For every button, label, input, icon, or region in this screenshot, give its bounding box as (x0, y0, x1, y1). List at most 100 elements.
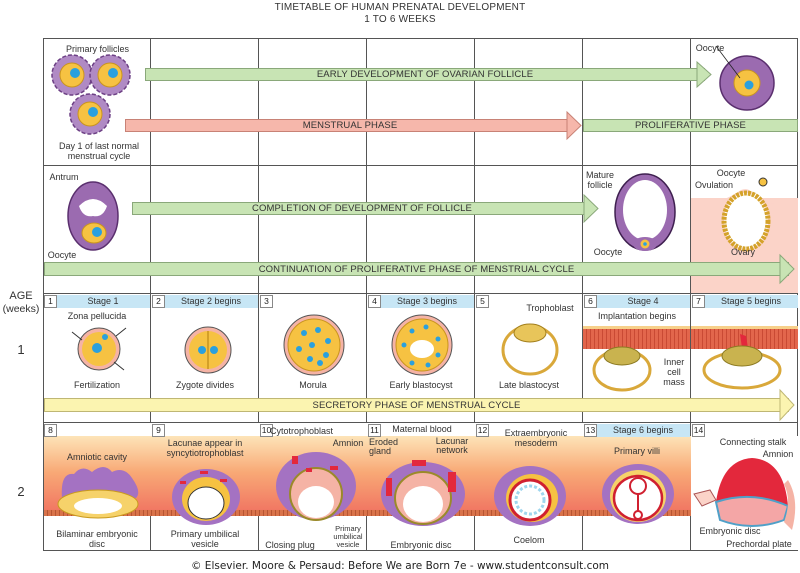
primary-umbilical-caption-line2: vesicle (191, 539, 219, 549)
day12-embryo-illustration (494, 466, 566, 526)
day10-embryo-illustration (276, 452, 356, 521)
early-blastocyst-illustration (391, 314, 453, 376)
day-number-3: 3 (260, 295, 273, 308)
diagram-title: TIMETABLE OF HUMAN PRENATAL DEVELOPMENT (274, 2, 526, 13)
late-blastocyst-caption: Late blastocyst (498, 380, 560, 390)
endometrium-layer (583, 326, 690, 349)
eroded-gland-label-line2: gland (369, 446, 392, 456)
continuation-proliferative-phase-bar: CONTINUATION OF PROLIFERATIVE PHASE OF M… (44, 262, 789, 276)
column-divider (474, 38, 475, 551)
lacunar-network-label-line1: Lacunar (435, 436, 469, 446)
embryonic-disc-caption-day14: Embryonic disc (699, 526, 761, 536)
secretory-phase-label: SECRETORY PHASE OF MENSTRUAL CYCLE (312, 399, 521, 411)
trophoblast-label: Trophoblast (526, 303, 574, 313)
day-number-9: 9 (152, 424, 165, 437)
lacunae-label-line2: syncytiotrophoblast (166, 448, 244, 458)
inner-cell-mass-label-line2: cell (667, 367, 681, 377)
age-axis-label: AGE (9, 290, 33, 302)
primary-umbilical-caption-line1: Primary umbilical (170, 529, 240, 539)
age-week-2: 2 (17, 484, 25, 499)
continuation-arrowhead-icon (779, 253, 795, 285)
column-divider (150, 38, 151, 551)
cytotrophoblast-label: Cytotrophoblast (270, 426, 334, 436)
early-follicle-phase-bar: EARLY DEVELOPMENT OF OVARIAN FOLLICLE (145, 68, 705, 81)
oocyte-label-top: Oocyte (695, 43, 725, 53)
copyright-footer: © Elsevier. Moore & Persaud: Before We a… (190, 560, 610, 572)
oocyte-antral-label: Oocyte (47, 250, 77, 260)
zygote-divides-illustration (184, 326, 232, 374)
fertilization-illustration (71, 327, 127, 371)
inner-cell-mass-label-line3: mass (663, 377, 685, 387)
extraembryonic-mesoderm-label-line1: Extraembryonic (504, 428, 568, 438)
day1-label-line1: Day 1 of last normal (58, 141, 140, 151)
menstrual-arrowhead-icon (566, 110, 582, 141)
prechordal-plate-caption: Prechordal plate (726, 539, 792, 549)
age-axis-unit: (weeks) (2, 303, 40, 315)
lacunar-network-label-line2: network (436, 445, 468, 455)
morula-caption: Morula (299, 380, 327, 390)
connecting-stalk-label: Connecting stalk (719, 437, 787, 447)
timetable-grid (43, 38, 798, 551)
eroded-gland-label-line1: Eroded (369, 437, 399, 447)
column-divider (366, 38, 367, 551)
early-follicle-phase-label: EARLY DEVELOPMENT OF OVARIAN FOLLICLE (316, 69, 534, 80)
maternal-blood-label: Maternal blood (392, 424, 452, 434)
menstrual-phase-bar: MENSTRUAL PHASE (125, 119, 575, 132)
completion-follicle-phase-label: COMPLETION OF DEVELOPMENT OF FOLLICLE (252, 203, 472, 214)
day13-embryo-illustration (602, 464, 674, 524)
completion-arrowhead-icon (583, 193, 599, 224)
day-number-10: 10 (260, 424, 273, 437)
ovulation-label: Ovulation (694, 180, 734, 190)
inner-cell-mass-label-line1: Inner (663, 357, 685, 367)
implanting-blastocyst-illustration (592, 346, 652, 392)
week2-header-strip (44, 423, 583, 436)
amnion-label-day10: Amnion (332, 438, 364, 448)
day-number-13: 13 (584, 424, 597, 437)
day11-embryo-illustration (381, 460, 465, 526)
column-divider (258, 38, 259, 551)
oocyte-mature-label: Oocyte (593, 247, 623, 257)
day-number-7: 7 (692, 295, 705, 308)
antral-follicle-illustration (67, 181, 119, 251)
column-divider (690, 38, 691, 551)
day-number-8: 8 (44, 424, 57, 437)
zygote-divides-caption: Zygote divides (175, 380, 235, 390)
coelom-caption: Coelom (513, 535, 545, 545)
row-divider (43, 422, 798, 423)
continuation-proliferative-phase-label: CONTINUATION OF PROLIFERATIVE PHASE OF M… (258, 263, 575, 275)
day8-embryo-illustration (57, 467, 139, 519)
column-divider (582, 38, 583, 551)
early-follicle-arrowhead-icon (696, 60, 712, 89)
day-number-14: 14 (692, 424, 705, 437)
day-number-6: 6 (584, 295, 597, 308)
stage-header-day2: Stage 2 begins (164, 295, 258, 308)
day14-embryo-illustration (693, 458, 796, 530)
primary-follicles-illustration (51, 54, 131, 135)
primary-follicles-label: Primary follicles (65, 44, 129, 54)
antrum-label: Antrum (49, 172, 79, 182)
day-number-4: 4 (368, 295, 381, 308)
ovary-label: Ovary (730, 247, 755, 257)
age-week-1: 1 (17, 342, 25, 357)
secretory-phase-bar: SECRETORY PHASE OF MENSTRUAL CYCLE (44, 398, 789, 412)
completion-follicle-phase-bar: COMPLETION OF DEVELOPMENT OF FOLLICLE (132, 202, 592, 215)
day-number-12: 12 (476, 424, 489, 437)
proliferative-phase-bar: PROLIFERATIVE PHASE (583, 119, 798, 132)
secretory-arrowhead-icon (779, 388, 795, 422)
lacunae-label-line1: Lacunae appear in (167, 438, 243, 448)
oocyte-ovulation-label: Oocyte (716, 168, 746, 178)
day-number-2: 2 (152, 295, 165, 308)
bilaminar-disc-caption-line1: Bilaminar embryonic (56, 529, 138, 539)
morula-illustration (283, 314, 345, 376)
stage5-blastocyst-illustration (702, 334, 782, 390)
stage-header-day13: Stage 6 begins (596, 424, 690, 437)
row-divider (43, 165, 798, 166)
secondary-follicle-illustration (715, 45, 775, 111)
mature-follicle-label-line2: follicle (587, 180, 613, 190)
implantation-begins-label: Implantation begins (597, 311, 677, 321)
proliferative-phase-label: PROLIFERATIVE PHASE (634, 120, 746, 131)
amnion-label-day14: Amnion (762, 449, 794, 459)
closing-plug-caption: Closing plug (265, 540, 315, 550)
stage-header-day7: Stage 5 begins (704, 295, 798, 308)
mature-follicle-label-line1: Mature (585, 170, 614, 180)
